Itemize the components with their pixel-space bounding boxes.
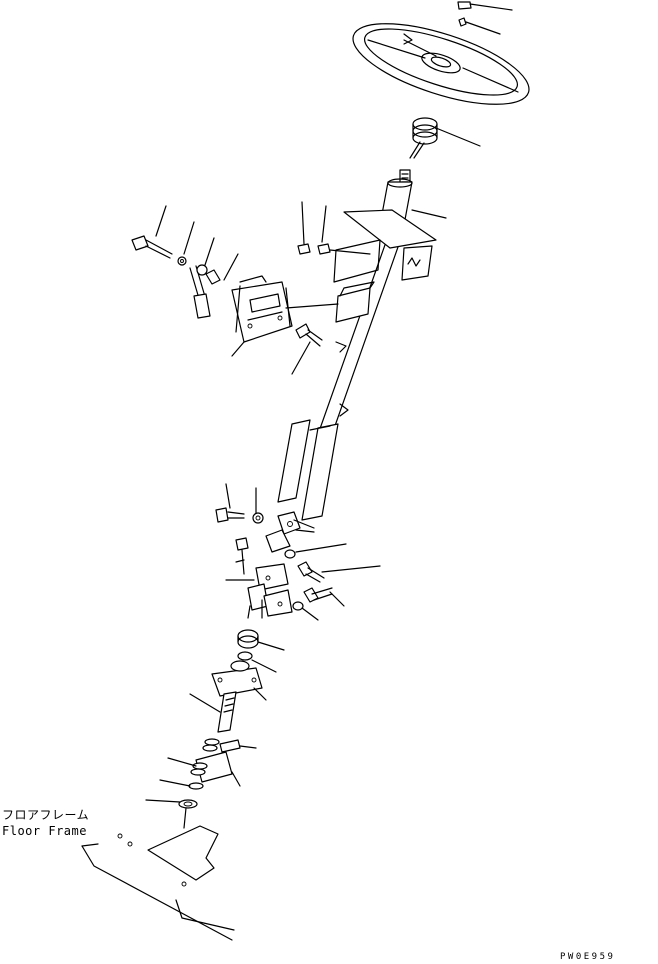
floor-frame-label-jp: フロアフレーム [2,808,90,822]
middle-fasteners [215,483,264,524]
mounting-plate-part [333,209,437,283]
upper-middle-fasteners [297,201,371,255]
snap-rings-group [145,738,257,809]
steering-hub-part [409,117,481,159]
side-bolts [292,561,381,621]
bearing-part [237,651,277,673]
column-lower-arms [277,403,349,521]
universal-joint-yoke [225,563,293,619]
upper-left-fasteners [131,205,239,319]
bushing-part [237,629,285,651]
lower-shaft-part [189,691,237,733]
steering-column-tube [315,178,447,441]
column-bracket-part [335,281,375,323]
steering-wheel-part [352,23,530,105]
cover-bracket-part [231,275,339,357]
cover-bolt-part [291,323,347,375]
floor-frame-label-en: Floor Frame [2,824,87,838]
floor-frame-part [81,807,235,941]
steering-nut-part [457,1,513,35]
lower-mount-part [211,660,267,701]
drawing-code: PW0E959 [560,952,616,962]
upper-universal-joint [265,511,347,559]
pin-bolt-part [235,537,249,575]
